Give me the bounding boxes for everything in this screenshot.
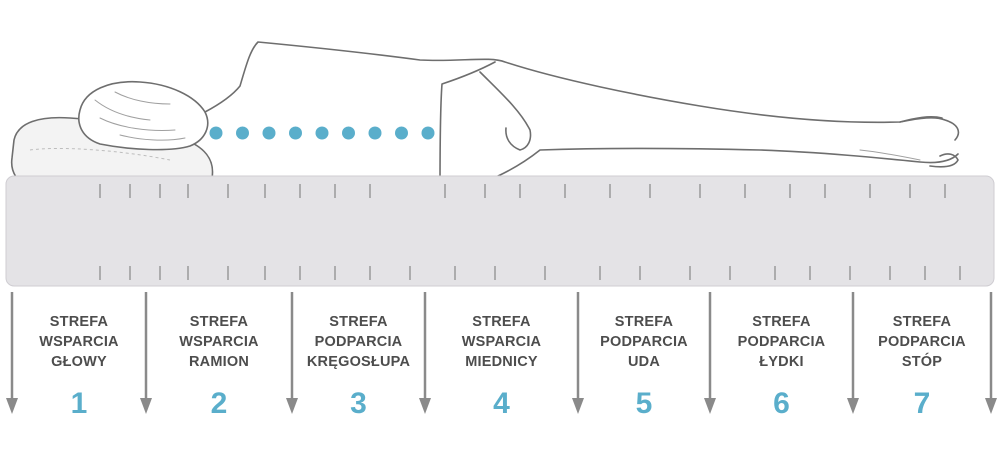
arrow-down-icon — [286, 292, 298, 414]
zone-3: STREFA PODPARCIA KRĘGOSŁUPA 3 — [292, 290, 425, 454]
zone-label-line: PODPARCIA — [600, 334, 688, 350]
zone-number: 7 — [913, 387, 931, 420]
zone-number: 3 — [350, 387, 367, 420]
zone-2: STREFA WSPARCIA RAMION 2 — [146, 290, 292, 454]
zone-label-line: STREFA — [189, 314, 249, 330]
zone-dividers — [6, 292, 997, 414]
arrow-down-icon — [140, 292, 152, 414]
zone-6: STREFA PODPARCIA ŁYDKI 6 — [710, 290, 853, 454]
zone-label-line: STREFA — [892, 314, 952, 330]
zone-label-line: PODPARCIA — [737, 334, 826, 350]
zone-5: STREFA PODPARCIA UDA 5 — [578, 290, 710, 454]
zone-label: STREFA PODPARCIA STÓP — [853, 312, 991, 372]
zone-label: STREFA WSPARCIA MIEDNICY — [425, 312, 578, 372]
zone-label-line: STÓP — [901, 354, 943, 370]
spine-dot — [289, 126, 302, 140]
arrow-down-icon — [704, 292, 716, 414]
arrow-down-icon — [847, 292, 859, 414]
zone-label-line: STREFA — [49, 314, 109, 330]
zone-label-line: ŁYDKI — [759, 354, 804, 370]
sleeping-person-icon — [78, 41, 960, 193]
zone-label-line: MIEDNICY — [465, 354, 538, 370]
zone-label-line: WSPARCIA — [179, 334, 259, 350]
spine-dot — [236, 126, 249, 140]
zone-number: 6 — [773, 387, 790, 420]
spine-dot — [368, 126, 382, 140]
zone-label: STREFA PODPARCIA KRĘGOSŁUPA — [292, 312, 425, 372]
zone-label: STREFA PODPARCIA ŁYDKI — [710, 312, 853, 372]
zone-label-line: KRĘGOSŁUPA — [306, 354, 411, 370]
zone-label-line: STREFA — [614, 314, 674, 330]
zone-label-line: STREFA — [472, 314, 531, 330]
zone-label-line: STREFA — [329, 314, 388, 330]
zone-label-line: RAMION — [188, 354, 249, 370]
zone-label: STREFA WSPARCIA GŁOWY — [12, 312, 146, 372]
zone-label-line: PODPARCIA — [878, 334, 966, 350]
spine-dot — [315, 126, 329, 140]
mattress — [5, 175, 995, 287]
spine-dot — [262, 126, 276, 140]
arrow-down-icon — [985, 292, 997, 414]
zone-label-line: PODPARCIA — [314, 334, 403, 350]
zone-number: 4 — [493, 387, 510, 420]
zone-label-line: STREFA — [752, 314, 811, 330]
zone-label-line: WSPARCIA — [39, 334, 119, 350]
zone-label-line: WSPARCIA — [461, 334, 542, 350]
zone-1: STREFA WSPARCIA GŁOWY 1 — [12, 290, 146, 454]
zone-4: STREFA WSPARCIA MIEDNICY 4 — [425, 290, 578, 454]
spine-dot — [395, 126, 408, 140]
zone-label-line: GŁOWY — [51, 354, 107, 370]
zone-number: 5 — [635, 387, 653, 420]
zone-number: 2 — [210, 387, 228, 420]
spine-dot — [421, 126, 435, 140]
spine-dots — [209, 126, 435, 140]
arrow-down-icon — [6, 292, 18, 414]
zone-number: 1 — [70, 387, 88, 420]
spine-dot — [342, 126, 355, 140]
arrow-down-icon — [419, 292, 431, 414]
zone-label: STREFA PODPARCIA UDA — [578, 312, 710, 372]
zone-7: STREFA PODPARCIA STÓP 7 — [853, 290, 991, 454]
zone-label: STREFA WSPARCIA RAMION — [146, 312, 292, 372]
arrow-down-icon — [572, 292, 584, 414]
zone-label-line: UDA — [627, 354, 660, 370]
spine-dot — [209, 126, 223, 140]
